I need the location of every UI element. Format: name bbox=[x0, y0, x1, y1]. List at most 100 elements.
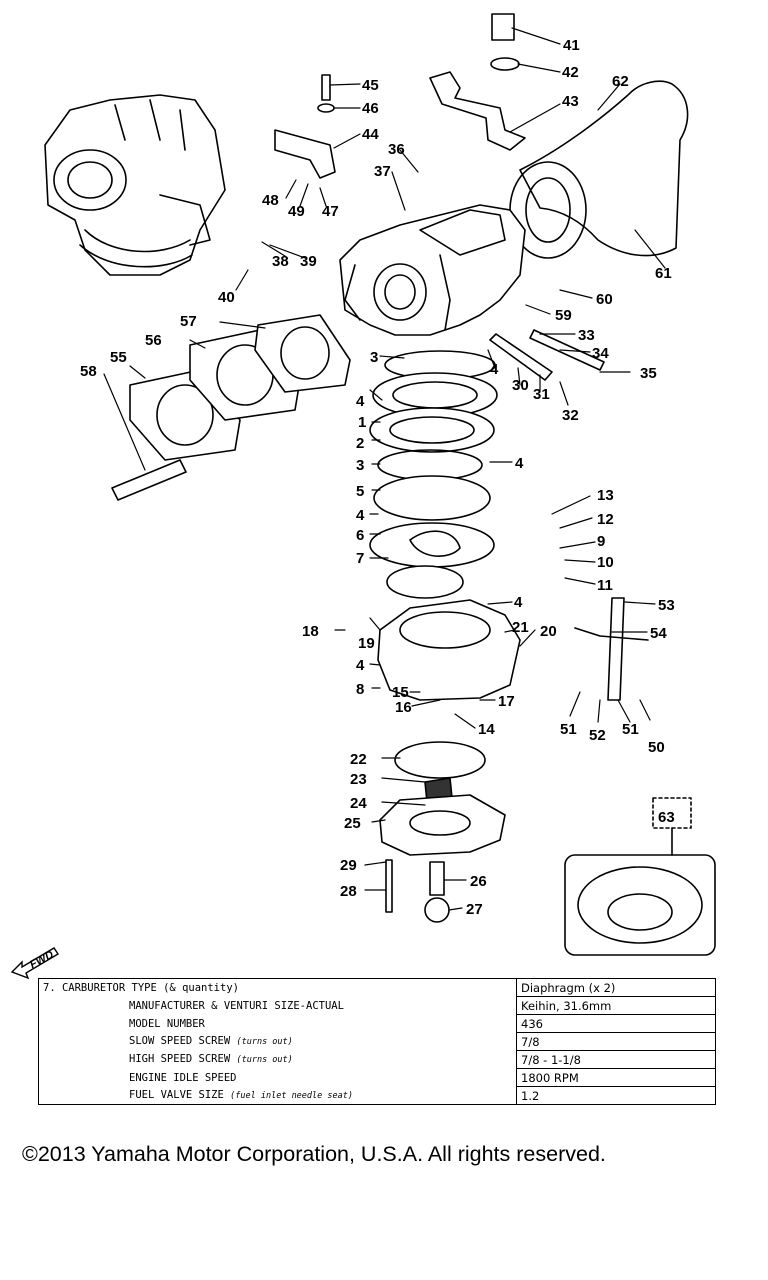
fwd-label: FWD bbox=[28, 949, 56, 971]
spec-value: 7/8 - 1-1/8 bbox=[516, 1050, 716, 1069]
callout-49: 49 bbox=[288, 203, 305, 220]
callout-1: 1 bbox=[358, 414, 366, 431]
callout-31: 31 bbox=[533, 386, 550, 403]
callout-20: 20 bbox=[540, 623, 557, 640]
table-row: MODEL NUMBER 436 bbox=[38, 1014, 716, 1033]
callout-40: 40 bbox=[218, 289, 235, 306]
callout-2: 2 bbox=[356, 435, 364, 452]
callout-36: 36 bbox=[388, 141, 405, 158]
lower-cover bbox=[379, 741, 506, 856]
callout-34: 34 bbox=[592, 345, 609, 362]
copyright-notice: ©2013 Yamaha Motor Corporation, U.S.A. A… bbox=[22, 1142, 606, 1166]
callout-39: 39 bbox=[300, 253, 317, 270]
callout-18: 18 bbox=[302, 623, 319, 640]
callout-17: 17 bbox=[498, 693, 515, 710]
callout-labels: 41 42 62 43 45 46 44 36 37 48 49 47 61 3… bbox=[80, 37, 675, 918]
callout-14: 14 bbox=[478, 721, 495, 738]
callout-29: 29 bbox=[340, 857, 357, 874]
callout-44: 44 bbox=[362, 126, 379, 143]
callout-56: 56 bbox=[145, 332, 162, 349]
spec-label-note: (turns out) bbox=[236, 1037, 293, 1047]
callout-26: 26 bbox=[470, 873, 487, 890]
callout-48: 48 bbox=[262, 192, 279, 209]
callout-30: 30 bbox=[512, 377, 529, 394]
callout-4c: 4 bbox=[515, 455, 524, 472]
callout-23: 23 bbox=[350, 771, 367, 788]
callout-4d: 4 bbox=[356, 507, 365, 524]
callout-4f: 4 bbox=[356, 657, 365, 674]
callout-22: 22 bbox=[350, 751, 367, 768]
top-fittings bbox=[274, 13, 526, 179]
callout-61: 61 bbox=[655, 265, 672, 282]
callout-6: 6 bbox=[356, 527, 364, 544]
callout-21: 21 bbox=[512, 619, 529, 636]
callout-51a: 51 bbox=[560, 721, 577, 738]
callout-53: 53 bbox=[658, 597, 675, 614]
callout-16: 16 bbox=[395, 699, 412, 716]
diaphragm-stack bbox=[369, 350, 498, 599]
spec-value: Keihin, 31.6mm bbox=[516, 996, 716, 1015]
callout-3b: 3 bbox=[356, 457, 364, 474]
spec-label: FUEL VALVE SIZE (fuel inlet needle seat) bbox=[38, 1086, 517, 1105]
callout-45: 45 bbox=[362, 77, 379, 94]
callout-12: 12 bbox=[597, 511, 614, 528]
callout-35: 35 bbox=[640, 365, 657, 382]
callout-33: 33 bbox=[578, 327, 595, 344]
callout-27: 27 bbox=[466, 901, 483, 918]
spec-value: 1.2 bbox=[516, 1086, 716, 1105]
callout-37: 37 bbox=[374, 163, 391, 180]
callout-11: 11 bbox=[597, 577, 613, 594]
spec-label-note: (turns out) bbox=[236, 1055, 293, 1065]
callout-42: 42 bbox=[562, 64, 579, 81]
callout-57: 57 bbox=[180, 313, 197, 330]
callout-25: 25 bbox=[344, 815, 361, 832]
callout-3a: 3 bbox=[370, 349, 378, 366]
callout-7: 7 bbox=[356, 550, 364, 567]
intake-horn bbox=[509, 80, 689, 259]
callout-62: 62 bbox=[612, 73, 629, 90]
callout-15: 15 bbox=[392, 684, 409, 701]
reference-carburetor bbox=[44, 94, 226, 276]
table-row: SLOW SPEED SCREW (turns out) 7/8 bbox=[38, 1032, 716, 1051]
callout-32: 32 bbox=[562, 407, 579, 424]
callout-4b: 4 bbox=[356, 393, 365, 410]
pump-body bbox=[377, 599, 521, 701]
callout-59: 59 bbox=[555, 307, 572, 324]
stud bbox=[111, 459, 187, 501]
bolts bbox=[385, 859, 450, 923]
throttle-shaft bbox=[574, 597, 649, 701]
forward-arrow-icon: FWD bbox=[10, 947, 59, 980]
spec-label: 7. CARBURETOR TYPE (& quantity) bbox=[38, 978, 517, 997]
callout-24: 24 bbox=[350, 795, 367, 812]
spec-label: HIGH SPEED SCREW (turns out) bbox=[38, 1050, 517, 1069]
table-row: FUEL VALVE SIZE (fuel inlet needle seat)… bbox=[38, 1086, 716, 1105]
spec-label: MODEL NUMBER bbox=[38, 1014, 517, 1033]
callout-8: 8 bbox=[356, 681, 364, 698]
callout-4a: 4 bbox=[490, 361, 499, 378]
spec-value: 7/8 bbox=[516, 1032, 716, 1051]
spec-label: ENGINE IDLE SPEED bbox=[38, 1068, 517, 1087]
callout-43: 43 bbox=[562, 93, 579, 110]
callout-28: 28 bbox=[340, 883, 357, 900]
table-row: HIGH SPEED SCREW (turns out) 7/8 - 1-1/8 bbox=[38, 1050, 716, 1069]
inset-panel bbox=[564, 797, 716, 956]
callout-63: 63 bbox=[658, 809, 675, 826]
callout-38: 38 bbox=[272, 253, 289, 270]
callout-51b: 51 bbox=[622, 721, 639, 738]
spec-value: 436 bbox=[516, 1014, 716, 1033]
callout-46: 46 bbox=[362, 100, 379, 117]
table-row: MANUFACTURER & VENTURI SIZE-ACTUAL Keihi… bbox=[38, 996, 716, 1015]
table-row: ENGINE IDLE SPEED 1800 RPM bbox=[38, 1068, 716, 1087]
callout-50: 50 bbox=[648, 739, 665, 756]
callout-4e: 4 bbox=[514, 594, 523, 611]
table-row: 7. CARBURETOR TYPE (& quantity) Diaphrag… bbox=[38, 978, 716, 997]
spec-label: SLOW SPEED SCREW (turns out) bbox=[38, 1032, 517, 1051]
callout-52: 52 bbox=[589, 727, 606, 744]
spec-label: MANUFACTURER & VENTURI SIZE-ACTUAL bbox=[38, 996, 517, 1015]
spec-label-text: FUEL VALVE SIZE bbox=[129, 1088, 224, 1101]
callout-55: 55 bbox=[110, 349, 127, 366]
callout-13: 13 bbox=[597, 487, 614, 504]
spec-label-note: (fuel inlet needle seat) bbox=[230, 1090, 353, 1101]
spec-value: Diaphragm (x 2) bbox=[516, 978, 716, 997]
callout-41: 41 bbox=[563, 37, 580, 54]
